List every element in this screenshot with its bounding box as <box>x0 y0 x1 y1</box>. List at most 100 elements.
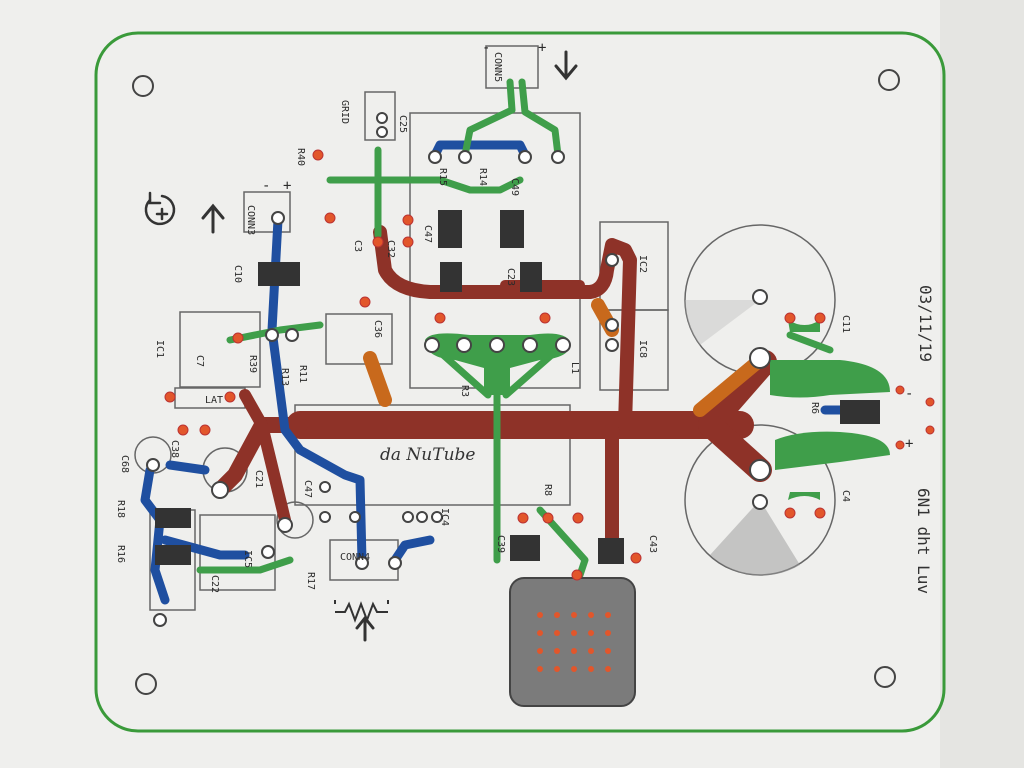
pad <box>388 556 402 570</box>
pad <box>752 289 768 305</box>
pin <box>571 648 577 654</box>
mounting-hole <box>135 673 157 695</box>
label-r18: R18 <box>115 500 126 518</box>
cap-plane-top <box>770 360 890 398</box>
label-c11: C11 <box>840 315 851 333</box>
pad <box>431 511 443 523</box>
pin <box>605 648 611 654</box>
label-r15: R15 <box>437 168 448 186</box>
label-plus-out: + <box>283 178 291 194</box>
component-labels: CONN5 + - GRID C25 R40 R15 R14 C49 C3 C3… <box>115 40 913 593</box>
label-c23: C23 <box>505 268 516 286</box>
label-c49: C49 <box>509 178 520 196</box>
green-trace-bottom <box>196 556 294 574</box>
dot <box>814 312 826 324</box>
pad <box>285 328 299 342</box>
dot <box>630 552 642 564</box>
dot <box>224 391 236 403</box>
label-r11: R11 <box>297 365 308 383</box>
label-c47-top: C47 <box>422 225 433 243</box>
pad <box>424 337 440 353</box>
pin <box>554 666 560 672</box>
potentiometer-icon <box>334 600 389 623</box>
big-cap-shade-top <box>685 300 760 345</box>
pad <box>265 328 279 342</box>
cap-c11-plane <box>788 320 820 332</box>
label-c3: C3 <box>352 240 363 252</box>
blue-trace-conn4 <box>390 535 435 565</box>
conn3-outline <box>243 191 291 233</box>
ic1-outline <box>179 311 261 388</box>
dot <box>784 312 796 324</box>
label-plus-right: + <box>905 436 913 452</box>
blue-trace-top <box>430 140 530 160</box>
c36-outline <box>325 313 393 365</box>
label-c47-mid: C47 <box>302 480 313 498</box>
pad <box>456 337 472 353</box>
label-r39: R39 <box>247 355 258 373</box>
dot <box>434 312 446 324</box>
label-ic5: IC5 <box>242 550 253 568</box>
pad <box>416 511 428 523</box>
label-c43: C43 <box>647 535 658 553</box>
cap-outline-c47 <box>276 501 314 539</box>
r3-body <box>440 262 462 292</box>
label-r6: R6 <box>809 402 820 414</box>
pad <box>551 150 565 164</box>
board-outline <box>94 31 946 733</box>
pin <box>588 612 594 618</box>
pad <box>458 150 472 164</box>
dot <box>199 424 211 436</box>
big-cap-shade-bottom <box>710 500 800 576</box>
label-ic8: IC8 <box>637 340 648 358</box>
label-conn3: CONN3 <box>245 205 256 235</box>
c43-body <box>598 538 624 564</box>
label-r3: R3 <box>459 385 470 397</box>
pin <box>605 666 611 672</box>
label-c22: C22 <box>209 575 220 593</box>
pad <box>518 150 532 164</box>
mounting-holes <box>132 69 900 695</box>
pad <box>605 318 619 332</box>
label-minus-right: - <box>905 386 913 402</box>
pin <box>554 630 560 636</box>
green-trace-r14 <box>326 176 524 194</box>
label-r17: R17 <box>305 572 316 590</box>
grid-outline <box>364 91 396 141</box>
cap-plane-bottom <box>775 431 890 470</box>
r16-body <box>155 545 191 565</box>
pad <box>402 511 414 523</box>
dot <box>925 397 935 407</box>
pad <box>749 347 771 369</box>
pads <box>146 112 771 627</box>
label-c25: C25 <box>397 115 408 133</box>
pin <box>554 648 560 654</box>
label-c21: C21 <box>253 470 264 488</box>
pad <box>752 494 768 510</box>
cap-c4-plane <box>788 492 820 500</box>
label-grid: GRID <box>339 100 350 124</box>
label-conn5: CONN5 <box>492 52 503 82</box>
pad <box>605 338 619 352</box>
label-minus-power: - <box>482 40 490 56</box>
pin <box>588 666 594 672</box>
label-l1: L1 <box>569 362 580 374</box>
paper-shadow <box>940 0 1024 768</box>
dot <box>372 236 384 248</box>
pad <box>522 337 538 353</box>
pad <box>376 112 388 124</box>
label-r8: R8 <box>542 484 553 496</box>
pad <box>319 481 331 493</box>
silkscreen-outlines <box>134 45 836 611</box>
r15-body <box>500 210 524 248</box>
pin <box>554 612 560 618</box>
pad <box>271 211 285 225</box>
dot <box>359 296 371 308</box>
mounting-hole <box>874 666 896 688</box>
label-ic1: IC1 <box>154 340 165 358</box>
pin <box>588 648 594 654</box>
dot <box>895 440 905 450</box>
pin <box>537 630 543 636</box>
rotate-plus-icon <box>144 191 176 226</box>
